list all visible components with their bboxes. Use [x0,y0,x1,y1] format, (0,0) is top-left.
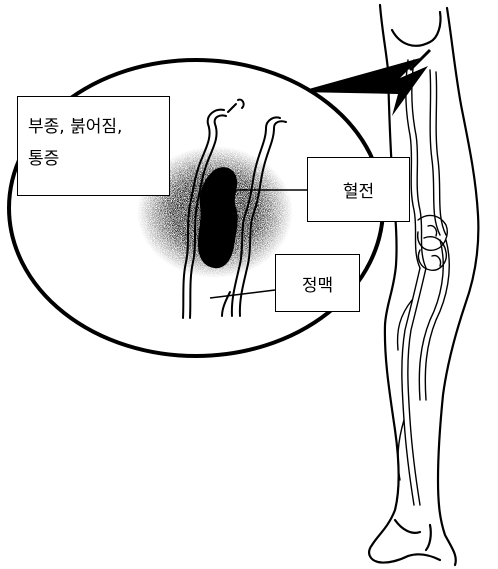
clot-label: 혈전 [343,177,374,202]
vein-label-box: 정맥 [275,254,360,312]
vein-label: 정맥 [302,271,333,296]
symptoms-line-1: 부종, 붉어짐, [28,111,159,143]
symptoms-label-box: 부종, 붉어짐, 통증 [17,96,170,196]
leg-veins [398,60,450,505]
clot-label-box: 혈전 [307,157,410,222]
symptoms-line-2: 통증 [28,143,159,175]
